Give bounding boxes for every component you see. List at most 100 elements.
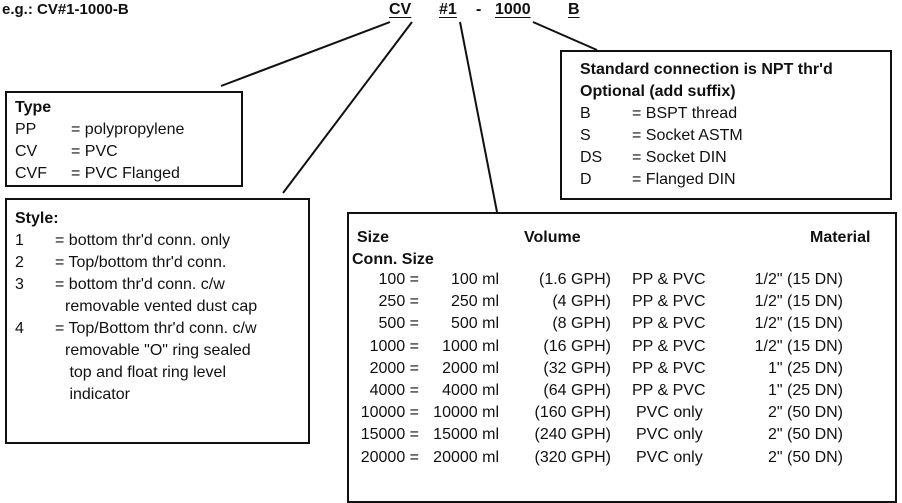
size-material: PVC only [636,426,703,444]
connection-code: B [580,105,591,122]
style-item-cont: top and float ring level [15,362,300,384]
connection-code: DS [580,149,603,166]
style-item: 3 = bottom thr'd conn. c/w [15,274,300,296]
size-row: 4000 = 4000 ml (64 GPH) PP & PVC 1" (25 DN) [349,382,897,404]
type-connector [220,21,391,87]
size-volume-ml: 4000 ml [442,382,499,399]
style-code: 2 [15,254,24,271]
size-volume-ml: 10000 ml [433,404,499,422]
type-box-title: Type [15,99,52,116]
size-connection: 1" (25 DN) [767,382,843,399]
size-volume-ml: 15000 ml [433,426,499,444]
size-row: 10000 = 10000 ml (160 GPH) PVC only 2" (50 D… [349,404,897,426]
connection-desc: = Socket ASTM [632,127,743,144]
connection-desc: = BSPT thread [632,105,738,122]
style-connector [282,21,413,194]
size-code: 2000 = [369,359,419,377]
connection-item: D= Flanged DIN [580,169,872,191]
size-volume-gph: (240 GPH) [534,426,611,444]
size-material: PP & PVC [632,337,706,355]
size-connection: 2" (50 DN) [767,426,843,444]
material-header: Material [810,229,871,246]
size-row: 20000 = 20000 ml (320 GPH) PVC only 2" (50 D… [349,449,897,471]
size-volume-gph: (320 GPH) [534,448,611,466]
size-volume-gph: (160 GPH) [534,404,611,422]
size-connector [459,21,498,213]
type-code: CVF [15,165,47,182]
size-connection: 2" (50 DN) [767,448,843,466]
size-material: PP & PVC [632,315,706,333]
style-item: 1= bottom thr'd conn. only [15,230,300,252]
size-volume-ml: 1000 ml [442,337,499,355]
style-item: 2= Top/bottom thr'd conn. [15,252,300,274]
style-item-cont: indicator [15,384,300,406]
size-material: PP & PVC [632,359,706,377]
style-code: 1 [15,232,24,249]
size-code: 1000 = [369,337,419,355]
connection-item: S = Socket ASTM [580,125,872,147]
size-volume-gph: (1.6 GPH) [538,271,611,288]
code-dash: - [476,1,482,18]
style-box: Style: 1= bottom thr'd conn. only 2= Top… [5,198,310,444]
volume-header: Volume [524,229,581,246]
code-suffix: B [568,1,580,18]
style-desc: removable vented dust cap [65,298,258,315]
connection-item: DS= Socket DIN [580,147,872,169]
size-code: 500 = [378,315,419,333]
size-material: PP & PVC [632,271,706,288]
connection-item: B = BSPT thread [580,103,872,125]
connection-code: S [580,127,591,144]
size-code: 100 = [378,271,419,288]
style-item-cont: removable "O" ring sealed [15,340,300,362]
size-connection: 1/2" (15 DN) [754,293,843,311]
code-size: 1000 [495,1,531,18]
type-item: CVF = PVC Flanged [15,163,233,185]
size-connection: 2" (50 DN) [767,404,843,422]
size-volume-ml: 2000 ml [442,359,499,377]
code-style: #1 [439,1,457,18]
size-volume-ml: 100 ml [450,271,499,288]
size-box: Size Volume Material Conn. Size 100 =100… [347,212,897,503]
style-item: 4 = Top/Bottom thr'd conn. c/w [15,318,300,340]
type-desc: = polypropylene [71,121,185,138]
style-desc: top and float ring level [65,364,226,381]
size-volume-ml: 20000 ml [433,448,499,466]
type-desc: = PVC Flanged [71,165,180,182]
size-volume-gph: (64 GPH) [543,382,611,399]
size-volume-ml: 250 ml [450,293,499,311]
code-type: CV [389,1,412,18]
size-material: PP & PVC [632,382,706,399]
style-box-title: Style: [15,210,59,227]
type-box: Type PP= polypropylene CV= PVC CVF= PVC … [5,91,243,187]
size-code: 15000 = [360,426,419,444]
style-code: 4 [15,320,24,337]
size-header: Size [357,229,390,246]
size-row: 2000 = 2000 ml (32 GPH) PP & PVC 1" (25 DN) [349,360,897,382]
size-volume-gph: (8 GPH) [552,315,611,333]
style-desc: indicator [65,386,130,403]
connection-title: Standard connection is NPT thr'd [580,61,833,78]
connection-desc: = Flanged DIN [632,171,736,188]
style-item-cont: removable vented dust cap [15,296,300,318]
style-desc: = bottom thr'd conn. c/w [55,276,225,293]
style-code: 3 [15,276,24,293]
size-material: PVC only [636,448,703,466]
size-connection: 1/2" (15 DN) [754,337,843,355]
size-volume-gph: (32 GPH) [543,359,611,377]
size-code: 20000 = [360,448,419,466]
type-item: CV= PVC [15,141,233,163]
size-material: PVC only [636,404,703,422]
size-volume-gph: (4 GPH) [552,293,611,311]
size-code: 4000 = [369,382,419,399]
connection-optional-title: Optional (add suffix) [580,83,736,100]
size-code: 10000 = [360,404,419,422]
style-desc: = Top/Bottom thr'd conn. c/w [55,320,257,337]
size-connection: 1" (25 DN) [767,359,843,377]
suffix-connector [532,21,598,51]
type-code: CV [15,143,38,160]
size-code: 250 = [378,293,419,311]
